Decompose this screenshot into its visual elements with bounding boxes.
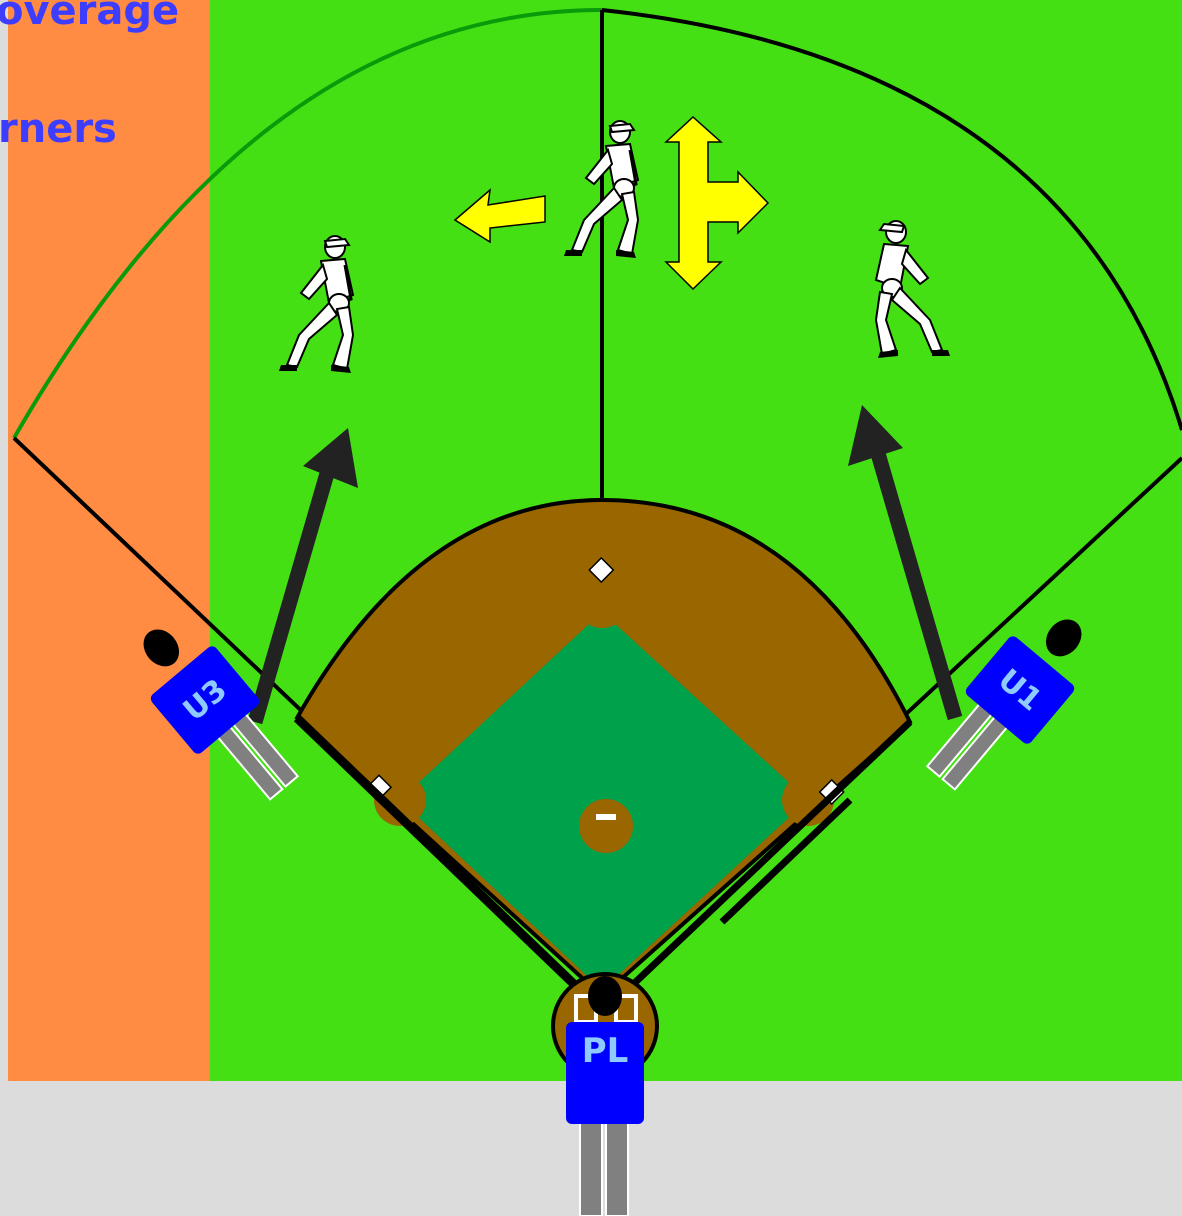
diagram-title-line-2: rners	[0, 106, 117, 152]
foul-territory	[8, 0, 210, 1081]
diagram-title-line-1: overage	[0, 0, 179, 34]
pitchers-mound	[579, 799, 633, 853]
pitchers-rubber	[596, 814, 616, 820]
umpire-label-pl: PL	[582, 1031, 629, 1071]
